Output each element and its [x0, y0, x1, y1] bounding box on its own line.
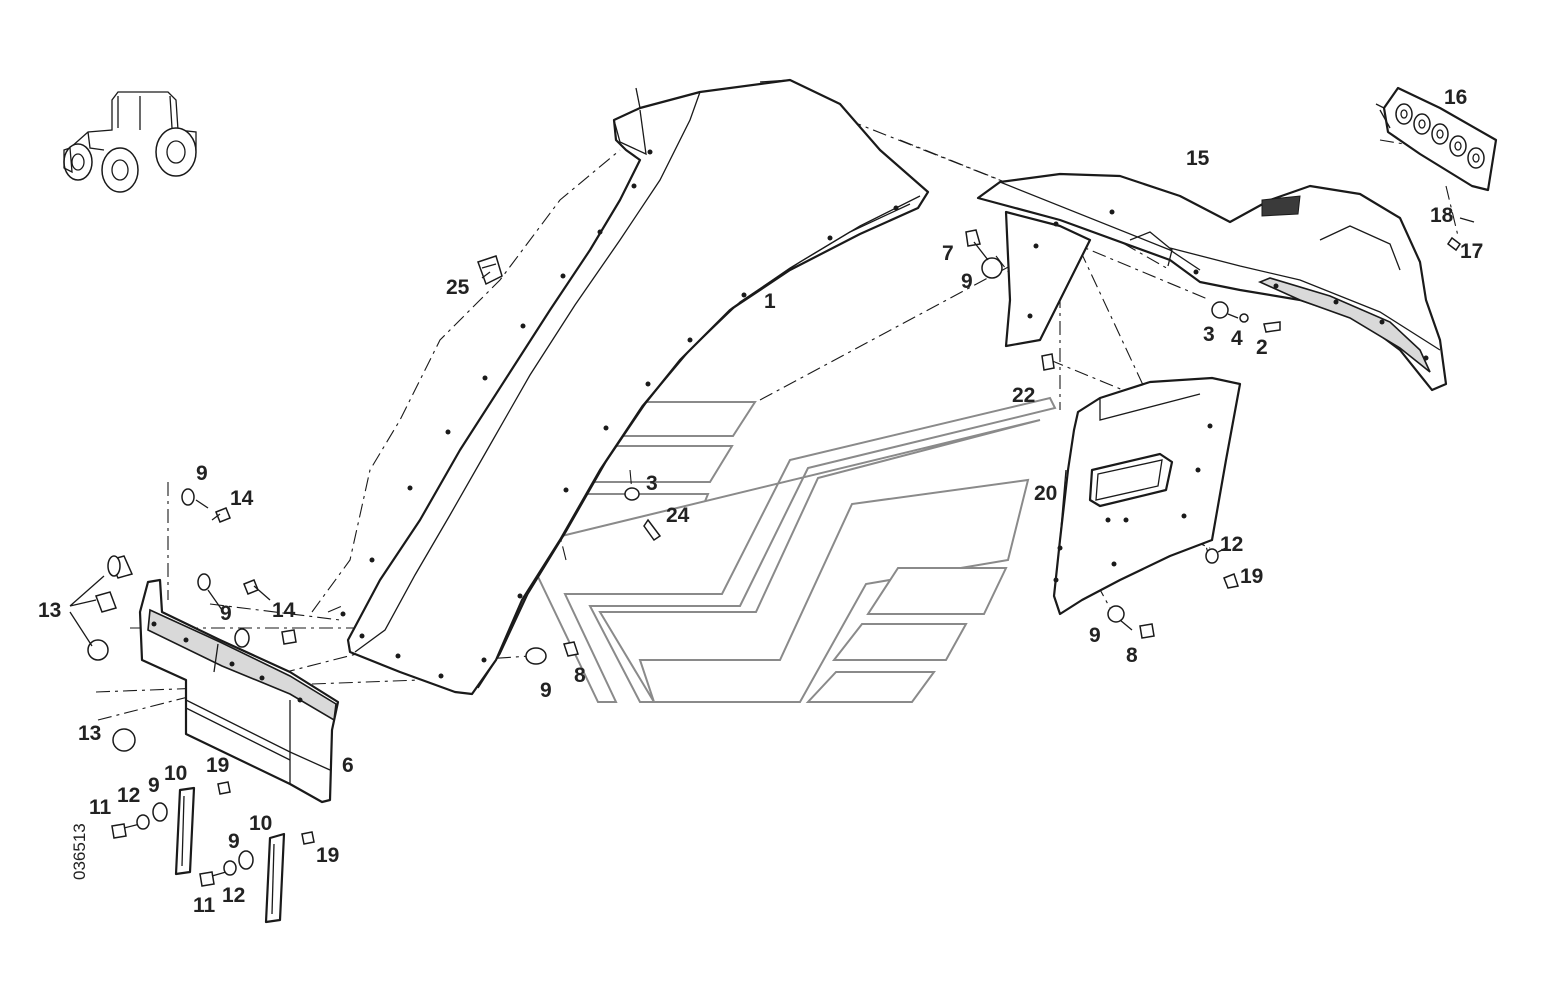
callout-19: 19	[316, 844, 339, 867]
callout-25: 25	[446, 276, 470, 299]
callout-8: 8	[574, 664, 586, 687]
callout-13: 13	[38, 599, 61, 622]
leader-lines	[69, 241, 1239, 647]
callout-13: 13	[78, 722, 101, 745]
front-flap	[138, 578, 340, 804]
callout-19: 19	[1240, 565, 1263, 588]
callout-9: 9	[220, 602, 232, 625]
side-panel	[1052, 376, 1242, 616]
light-cluster	[1375, 86, 1498, 192]
callout-14: 14	[272, 599, 296, 622]
callout-10: 10	[249, 812, 272, 835]
callout-7: 7	[942, 242, 954, 265]
callout-17: 17	[1460, 240, 1483, 263]
callout-12: 12	[222, 884, 245, 907]
callout-6: 6	[342, 754, 354, 777]
callout-12: 12	[1220, 533, 1243, 556]
callout-16: 16	[1444, 86, 1467, 109]
callout-labels: 1 2 3 3 4 6 7 8 8 9 9 9 9 9 9 9 10 10 11…	[38, 86, 1483, 917]
callout-10: 10	[164, 762, 187, 785]
callout-12: 12	[117, 784, 140, 807]
hardware	[87, 217, 1475, 924]
callout-15: 15	[1186, 147, 1210, 170]
callout-9: 9	[228, 830, 240, 853]
rear-fender	[976, 172, 1448, 392]
callout-3: 3	[1203, 323, 1215, 346]
callout-9: 9	[961, 270, 973, 293]
drawing-code: 036513	[70, 823, 89, 880]
callout-9: 9	[1089, 624, 1101, 647]
callout-9: 9	[540, 679, 552, 702]
callout-8: 8	[1126, 644, 1138, 667]
callout-4: 4	[1231, 327, 1243, 350]
callout-11: 11	[193, 894, 216, 917]
callout-2: 2	[1256, 336, 1268, 359]
callout-20: 20	[1034, 482, 1057, 505]
callout-22: 22	[1012, 384, 1035, 407]
callout-19: 19	[206, 754, 229, 777]
callout-9: 9	[148, 774, 160, 797]
callout-9: 9	[196, 462, 208, 485]
callout-18: 18	[1430, 204, 1454, 227]
callout-24: 24	[666, 504, 690, 527]
callout-3: 3	[646, 472, 658, 495]
fender-main	[340, 78, 930, 696]
callout-14: 14	[230, 487, 254, 510]
callout-11: 11	[89, 796, 112, 819]
tractor-thumbnail	[63, 91, 197, 193]
callout-1: 1	[764, 290, 776, 313]
